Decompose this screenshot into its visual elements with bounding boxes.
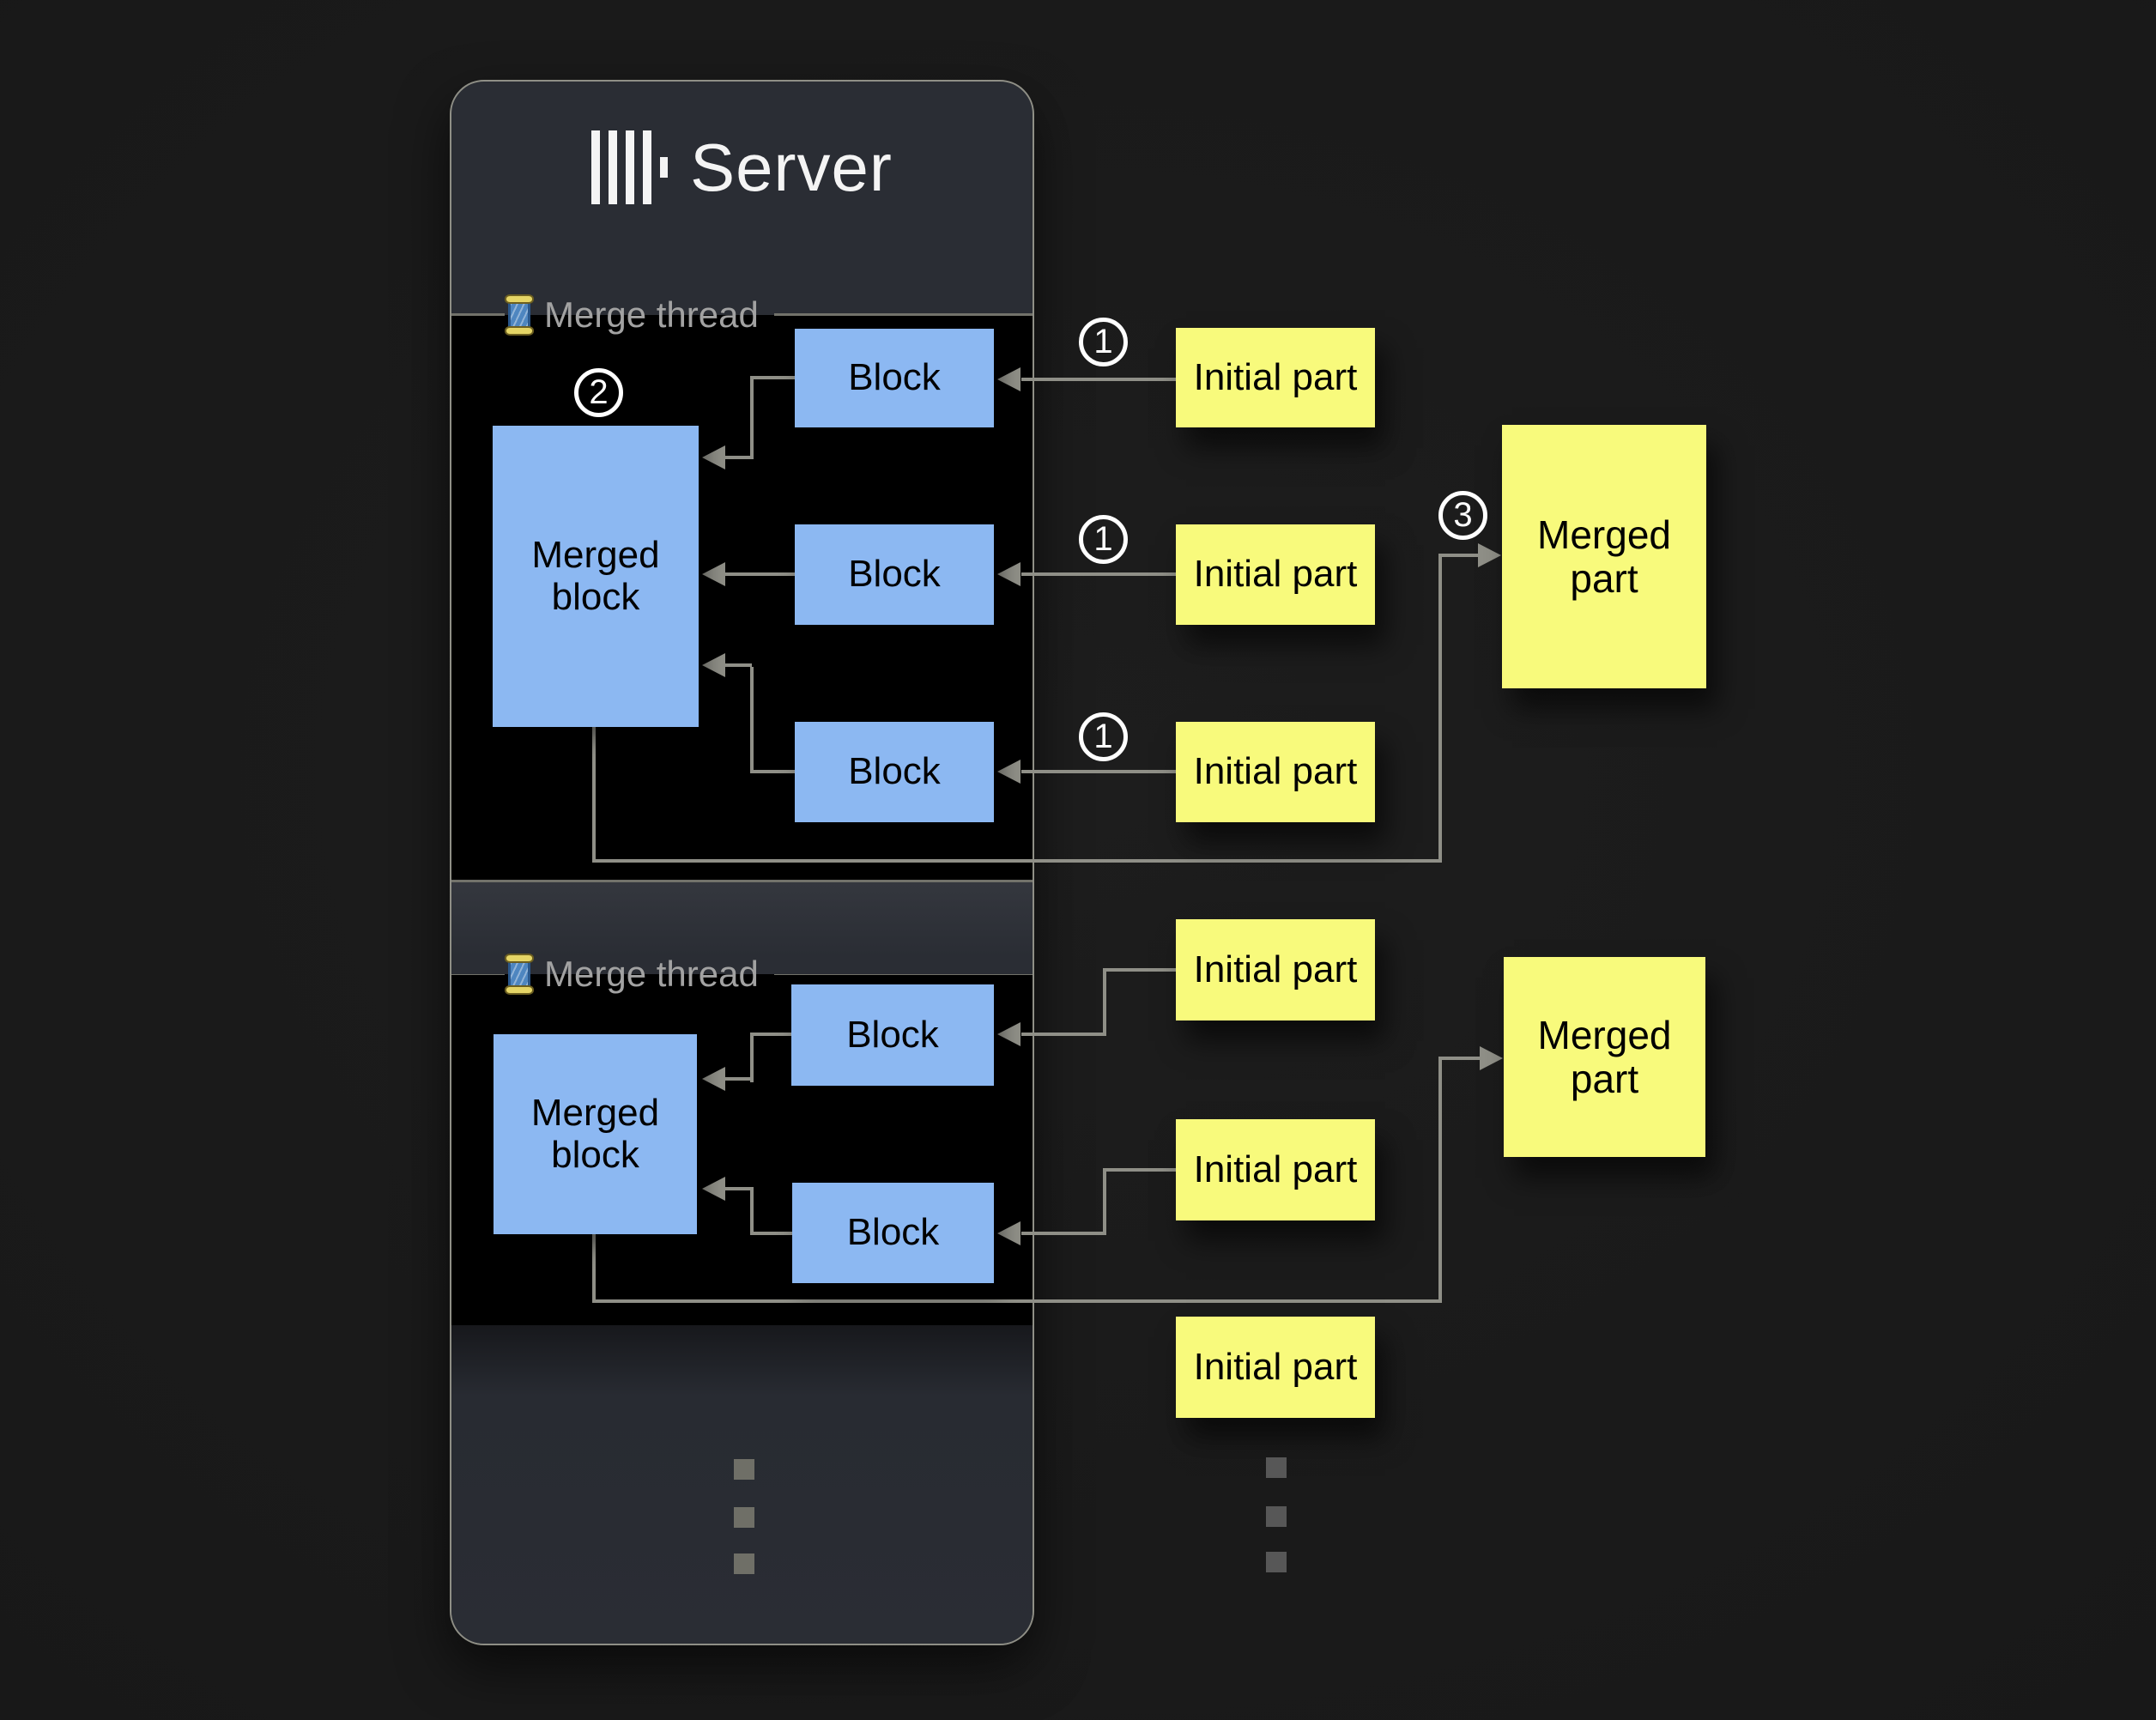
connector-line xyxy=(1438,1057,1442,1303)
merge-thread-label-2: Merge thread xyxy=(505,950,759,998)
initial-part-3: Initial part xyxy=(1176,722,1375,822)
arrowhead-icon xyxy=(1480,1046,1503,1070)
connector-line xyxy=(724,572,796,576)
connector-line xyxy=(1021,770,1176,773)
connector-line xyxy=(1438,554,1478,557)
arrowhead-icon xyxy=(702,653,725,677)
connector-line xyxy=(750,1033,754,1082)
connector-line xyxy=(1103,1168,1176,1172)
arrowhead-icon xyxy=(997,760,1020,784)
ellipsis-dot xyxy=(734,1459,754,1480)
connector-line xyxy=(1103,968,1176,972)
server-title: Server xyxy=(690,129,893,205)
initial-part-6: Initial part xyxy=(1176,1317,1375,1418)
clickhouse-logo-icon xyxy=(591,130,669,204)
initial-part-1: Initial part xyxy=(1176,328,1375,427)
connector-line xyxy=(592,859,1442,863)
merged-part-1: Merged part xyxy=(1502,425,1706,688)
step-badge-1b: 1 xyxy=(1079,515,1128,564)
section-border xyxy=(451,313,505,316)
connector-line xyxy=(1021,1232,1106,1235)
arrowhead-icon xyxy=(702,562,725,586)
initial-part-5: Initial part xyxy=(1176,1119,1375,1220)
connector-line xyxy=(750,376,796,379)
step-badge-3: 3 xyxy=(1438,491,1487,540)
block-5: Block xyxy=(792,1183,994,1283)
block-2: Block xyxy=(795,524,994,625)
connector-line xyxy=(1103,968,1106,1036)
connector-line xyxy=(1021,378,1176,381)
connector-line xyxy=(724,1077,752,1081)
thread-spool-icon xyxy=(505,294,534,336)
connector-line xyxy=(724,1187,752,1190)
block-3: Block xyxy=(795,722,994,822)
arrowhead-icon xyxy=(997,1221,1020,1245)
connector-line xyxy=(750,667,754,773)
connector-line xyxy=(750,1187,754,1235)
thread-spool-icon xyxy=(505,954,534,995)
step-badge-1a: 1 xyxy=(1079,318,1128,366)
initial-part-4: Initial part xyxy=(1176,919,1375,1020)
connector-line xyxy=(592,1299,1442,1303)
initial-part-2: Initial part xyxy=(1176,524,1375,625)
connector-line xyxy=(592,727,596,863)
merged-part-2: Merged part xyxy=(1504,957,1705,1157)
connector-line xyxy=(750,1232,792,1235)
arrowhead-icon xyxy=(997,367,1020,391)
merge-thread-label-1: Merge thread xyxy=(505,291,759,339)
connector-line xyxy=(1438,554,1442,863)
arrowhead-icon xyxy=(702,1177,725,1201)
block-4: Block xyxy=(791,984,994,1086)
section-border xyxy=(774,313,1033,316)
ellipsis-dot xyxy=(734,1507,754,1528)
connector-line xyxy=(724,456,752,459)
connector-line xyxy=(1103,1168,1106,1235)
connector-line xyxy=(592,1234,596,1303)
ellipsis-dot xyxy=(1266,1457,1287,1478)
merged-block-2: Merged block xyxy=(494,1034,697,1234)
ellipsis-dot xyxy=(1266,1506,1287,1527)
connector-line xyxy=(1438,1057,1480,1060)
connector-line xyxy=(750,1033,791,1036)
block-1: Block xyxy=(795,329,994,427)
connector-line xyxy=(750,376,754,459)
step-badge-1c: 1 xyxy=(1079,712,1128,761)
server-panel: Server Merge thread Merge thread xyxy=(450,80,1034,1645)
ellipsis-dot xyxy=(1266,1552,1287,1572)
connector-line xyxy=(724,663,752,667)
server-header: Server xyxy=(451,116,1033,219)
panel-band xyxy=(451,882,1033,974)
step-badge-2: 2 xyxy=(574,368,623,417)
arrowhead-icon xyxy=(1478,543,1501,567)
merged-block-1: Merged block xyxy=(493,426,699,727)
connector-line xyxy=(1021,1033,1106,1036)
arrowhead-icon xyxy=(997,562,1020,586)
ellipsis-dot xyxy=(734,1553,754,1574)
arrowhead-icon xyxy=(702,445,725,469)
connector-line xyxy=(1021,572,1176,576)
arrowhead-icon xyxy=(997,1022,1020,1046)
panel-band xyxy=(451,1325,1033,1644)
connector-line xyxy=(750,770,796,773)
arrowhead-icon xyxy=(702,1067,725,1091)
